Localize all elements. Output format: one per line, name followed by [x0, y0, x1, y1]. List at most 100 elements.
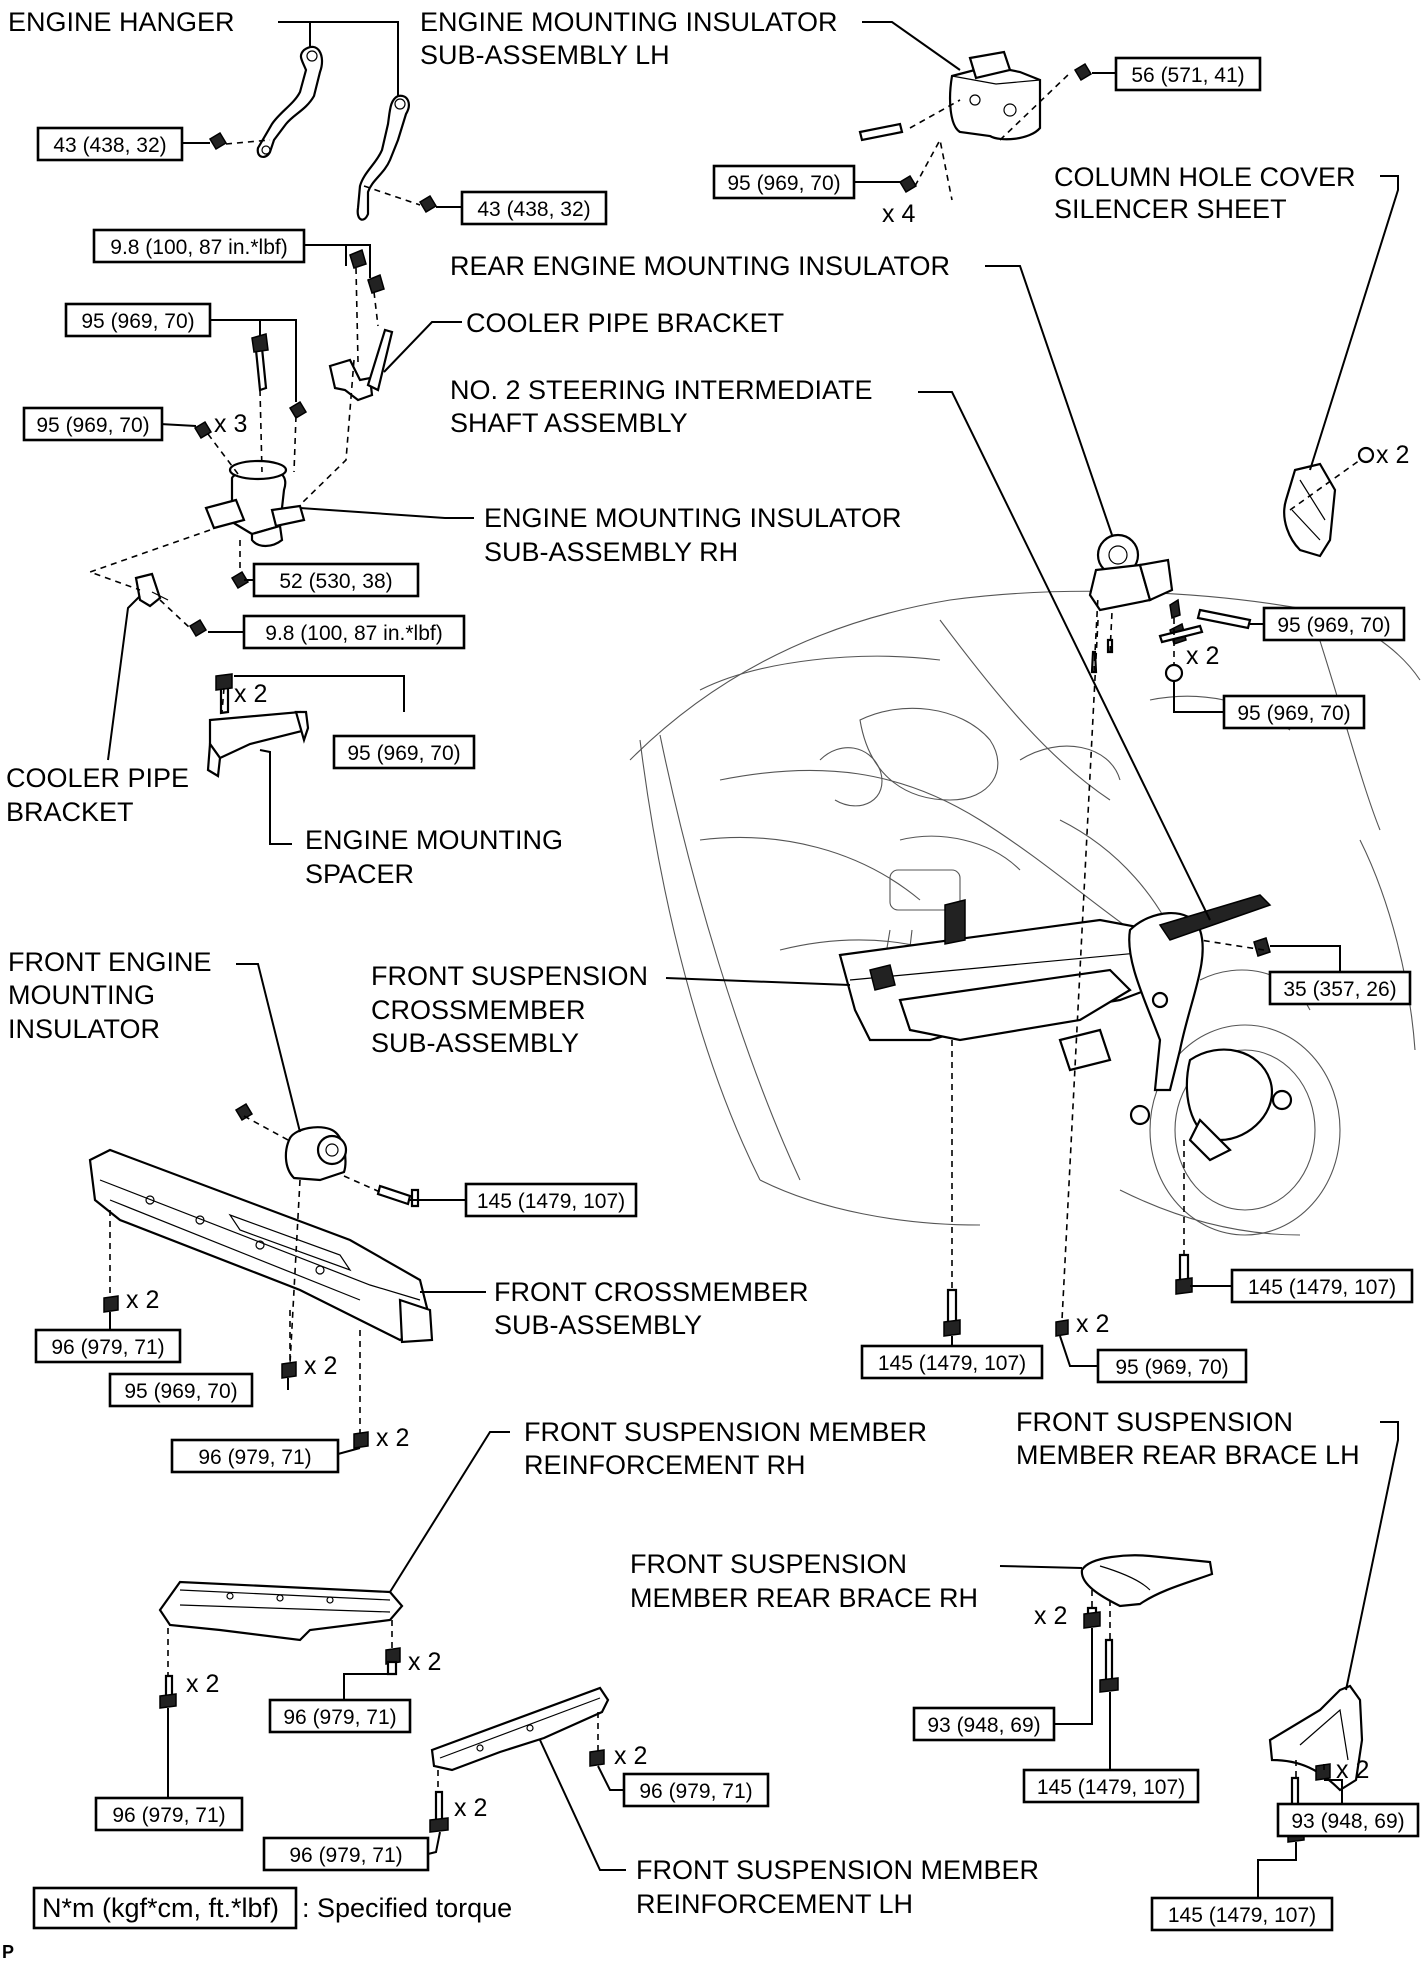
svg-text:145 (1479, 107): 145 (1479, 107)	[1168, 1904, 1316, 1927]
label-column-hole-cover-1: COLUMN HOLE COVER	[1054, 162, 1356, 192]
torque-rh-bolt-left: 95 (969, 70)	[22, 406, 164, 442]
bolts	[103, 622, 1331, 1843]
torque-front-mount-bolt: 145 (1479, 107)	[464, 1182, 638, 1218]
svg-text:95 (969, 70): 95 (969, 70)	[81, 310, 194, 333]
svg-text:43 (438, 32): 43 (438, 32)	[477, 198, 590, 221]
corner-code: P	[2, 1942, 14, 1962]
svg-text:145 (1479, 107): 145 (1479, 107)	[1248, 1276, 1396, 1299]
label-cooler-pipe-bracket-left-1: COOLER PIPE	[6, 763, 189, 793]
svg-text:56 (571, 41): 56 (571, 41)	[1131, 64, 1244, 87]
qty-lh-bolts: x 4	[882, 200, 915, 228]
torque-hanger-bolt-right: 43 (438, 32)	[460, 190, 608, 226]
label-engine-mounting-insulator-lh-2: SUB-ASSEMBLY LH	[420, 40, 670, 70]
qty-brace-lh-right: x 2	[1336, 1756, 1369, 1784]
label-front-suspension-crossmember-2: CROSSMEMBER	[371, 995, 586, 1025]
label-front-suspension-crossmember-3: SUB-ASSEMBLY	[371, 1028, 579, 1058]
qty-brace-rh-left: x 2	[1034, 1602, 1067, 1630]
front-crossmember-drawing	[88, 1148, 434, 1344]
svg-text:93 (948, 69): 93 (948, 69)	[1291, 1810, 1404, 1833]
torque-legend: N*m (kgf*cm, ft.*lbf) : Specified torque	[32, 1886, 512, 1930]
torque-cooler-bracket-left: 9.8 (100, 87 in.*lbf)	[242, 614, 466, 650]
label-cooler-pipe-bracket-left-2: BRACKET	[6, 797, 134, 827]
front-susp-member-reinforcement-lh-drawing	[430, 1686, 610, 1772]
torque-reinf-rh-left: 96 (979, 71)	[94, 1796, 244, 1832]
label-no2-steering-shaft-1: NO. 2 STEERING INTERMEDIATE	[450, 375, 873, 405]
engine-mounting-spacer-drawing	[206, 673, 310, 778]
torque-spacer-bolts: 95 (969, 70)	[332, 734, 476, 770]
svg-text:52 (530, 38): 52 (530, 38)	[279, 570, 392, 593]
svg-text:96 (979, 71): 96 (979, 71)	[289, 1844, 402, 1867]
front-engine-mounting-insulator-drawing	[234, 1102, 412, 1206]
torque-brace-lh-left: 145 (1479, 107)	[1150, 1896, 1334, 1932]
qty-susp-crossmember-rear: x 2	[1076, 1310, 1109, 1338]
torque-rh-nut-bottom: 52 (530, 38)	[252, 562, 420, 598]
legend-description: : Specified torque	[302, 1893, 512, 1923]
torque-rh-bolt-top: 95 (969, 70)	[64, 302, 212, 338]
column-hole-cover-drawing	[1283, 446, 1375, 558]
svg-text:93 (948, 69): 93 (948, 69)	[927, 1714, 1040, 1737]
front-susp-member-reinforcement-rh-drawing	[158, 1580, 404, 1642]
engine-mounting-insulator-lh-drawing	[858, 50, 1093, 194]
torque-susp-crossmember-rear: 95 (969, 70)	[1096, 1348, 1248, 1384]
svg-text:96 (979, 71): 96 (979, 71)	[639, 1780, 752, 1803]
svg-text:96 (979, 71): 96 (979, 71)	[51, 1336, 164, 1359]
rear-engine-mounting-insulator-drawing	[1088, 533, 1252, 630]
label-no2-steering-shaft-2: SHAFT ASSEMBLY	[450, 408, 688, 438]
label-front-suspension-crossmember-1: FRONT SUSPENSION	[371, 961, 648, 991]
qty-crossmember-mid: x 2	[304, 1352, 337, 1380]
qty-reinf-lh-left: x 2	[454, 1794, 487, 1822]
qty-rh-bolt-left: x 3	[214, 410, 247, 438]
torque-crossmember-right: 96 (979, 71)	[170, 1438, 340, 1474]
torque-susp-crossmember-right: 145 (1479, 107)	[1230, 1268, 1414, 1304]
label-engine-hanger: ENGINE HANGER	[8, 7, 235, 37]
svg-text:9.8 (100, 87 in.*lbf): 9.8 (100, 87 in.*lbf)	[265, 622, 442, 645]
label-rear-brace-rh-2: MEMBER REAR BRACE RH	[630, 1583, 978, 1613]
label-engine-mounting-insulator-lh-1: ENGINE MOUNTING INSULATOR	[420, 7, 838, 37]
svg-text:43 (438, 32): 43 (438, 32)	[53, 134, 166, 157]
label-cooler-pipe-bracket-top: COOLER PIPE BRACKET	[466, 308, 784, 338]
svg-text:145 (1479, 107): 145 (1479, 107)	[1037, 1776, 1185, 1799]
qty-crossmember-left: x 2	[126, 1286, 159, 1314]
torque-crossmember-mid: 95 (969, 70)	[108, 1372, 254, 1408]
engine-mounting-insulator-rh-drawing	[193, 333, 308, 590]
engine-hanger-drawing	[208, 45, 438, 221]
svg-text:145 (1479, 107): 145 (1479, 107)	[878, 1352, 1026, 1375]
label-reinforcement-rh-1: FRONT SUSPENSION MEMBER	[524, 1417, 927, 1447]
label-front-crossmember-1: FRONT CROSSMEMBER	[494, 1277, 809, 1307]
label-rear-engine-mounting-insulator: REAR ENGINE MOUNTING INSULATOR	[450, 251, 950, 281]
torque-lh-nut: 56 (571, 41)	[1114, 56, 1262, 92]
label-front-engine-mounting-insulator-3: INSULATOR	[8, 1014, 160, 1044]
svg-text:96 (979, 71): 96 (979, 71)	[283, 1706, 396, 1729]
label-front-engine-mounting-insulator-1: FRONT ENGINE	[8, 947, 212, 977]
svg-text:145 (1479, 107): 145 (1479, 107)	[477, 1190, 625, 1213]
svg-text:95 (969, 70): 95 (969, 70)	[347, 742, 460, 765]
qty-column-nut: x 2	[1376, 441, 1409, 469]
qty-reinf-lh-right: x 2	[614, 1742, 647, 1770]
qty-reinf-rh-left: x 2	[186, 1670, 219, 1698]
label-rear-brace-lh-2: MEMBER REAR BRACE LH	[1016, 1440, 1360, 1470]
qty-rear-mount-nuts: x 2	[1186, 642, 1219, 670]
torque-brace-rh-right: 145 (1479, 107)	[1022, 1768, 1200, 1804]
label-rear-brace-rh-1: FRONT SUSPENSION	[630, 1549, 907, 1579]
torque-reinf-lh-right: 96 (979, 71)	[622, 1772, 770, 1808]
front-suspension-crossmember-drawing	[838, 894, 1293, 1162]
svg-text:95 (969, 70): 95 (969, 70)	[727, 172, 840, 195]
torque-cooler-bracket-top: 9.8 (100, 87 in.*lbf)	[92, 228, 306, 264]
cooler-pipe-bracket-top-drawing	[328, 248, 394, 402]
vehicle-outline	[629, 590, 1421, 1236]
torque-crossmember-left: 96 (979, 71)	[34, 1328, 182, 1364]
torque-callouts: 43 (438, 32) 43 (438, 32) 56 (571, 41) 9…	[22, 56, 1420, 1932]
label-rear-brace-lh-1: FRONT SUSPENSION	[1016, 1407, 1293, 1437]
torque-susp-crossmember-center: 145 (1479, 107)	[860, 1344, 1044, 1380]
label-engine-mounting-insulator-rh-1: ENGINE MOUNTING INSULATOR	[484, 503, 902, 533]
torque-lh-bolts: 95 (969, 70)	[712, 164, 856, 200]
svg-text:35 (357, 26): 35 (357, 26)	[1283, 978, 1396, 1001]
svg-text:96 (979, 71): 96 (979, 71)	[198, 1446, 311, 1469]
torque-hanger-bolt-left: 43 (438, 32)	[36, 126, 184, 162]
torque-brace-lh-right: 93 (948, 69)	[1276, 1802, 1420, 1838]
label-engine-mounting-spacer-2: SPACER	[305, 859, 414, 889]
torque-shaft-bolt: 35 (357, 26)	[1268, 970, 1412, 1006]
label-engine-mounting-spacer-1: ENGINE MOUNTING	[305, 825, 563, 855]
cooler-pipe-bracket-left-drawing	[134, 572, 208, 638]
